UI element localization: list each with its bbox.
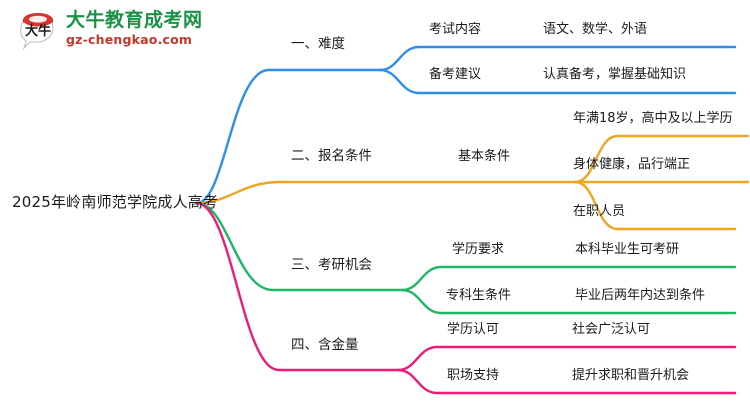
node-workplace-support[interactable]: 职场支持	[447, 368, 500, 383]
leaf-health-conduct[interactable]: 身体健康，品行端正	[573, 157, 691, 172]
node-exam-content[interactable]: 考试内容	[429, 22, 482, 37]
branch-label-requirements[interactable]: 二、报名条件	[291, 148, 372, 164]
node-college-student-condition[interactable]: 专科生条件	[446, 288, 512, 303]
svg-text:大牛: 大牛	[25, 23, 51, 39]
logo-name-en: gz-chengkao.com	[66, 32, 193, 47]
logo-text-group: 大牛教育成考网 gz-chengkao.com	[66, 9, 236, 48]
leaf-exam-subjects[interactable]: 语文、数学、外语	[543, 22, 648, 37]
leaf-society-recognition[interactable]: 社会广泛认可	[572, 322, 651, 337]
leaf-two-years-after-graduation[interactable]: 毕业后两年内达到条件	[575, 288, 706, 303]
mindmap-root-node[interactable]: 2025年岭南师范学院成人高考	[12, 193, 219, 211]
leaf-age-education[interactable]: 年满18岁，高中及以上学历	[573, 111, 733, 126]
logo-name-cn: 大牛教育成考网	[66, 9, 203, 31]
branch-label-value[interactable]: 四、含金量	[291, 337, 359, 353]
node-degree-requirement[interactable]: 学历要求	[452, 242, 505, 257]
node-prep-advice[interactable]: 备考建议	[429, 67, 482, 82]
leaf-career-promotion[interactable]: 提升求职和晋升机会	[572, 368, 690, 383]
leaf-prep-advice-detail[interactable]: 认真备考，掌握基础知识	[543, 67, 687, 82]
daniu-bull-logo-icon: 大牛	[20, 13, 54, 50]
leaf-bachelor-can-apply[interactable]: 本科毕业生可考研	[575, 242, 680, 257]
leaf-employed-persons[interactable]: 在职人员	[573, 204, 626, 219]
branch-label-postgrad[interactable]: 三、考研机会	[291, 257, 372, 273]
branch-label-difficulty[interactable]: 一、难度	[291, 36, 345, 52]
node-basic-requirements[interactable]: 基本条件	[458, 149, 511, 164]
node-degree-recognition[interactable]: 学历认可	[447, 322, 500, 337]
site-logo[interactable]: 大牛 大牛教育成考网 gz-chengkao.com	[18, 9, 233, 55]
